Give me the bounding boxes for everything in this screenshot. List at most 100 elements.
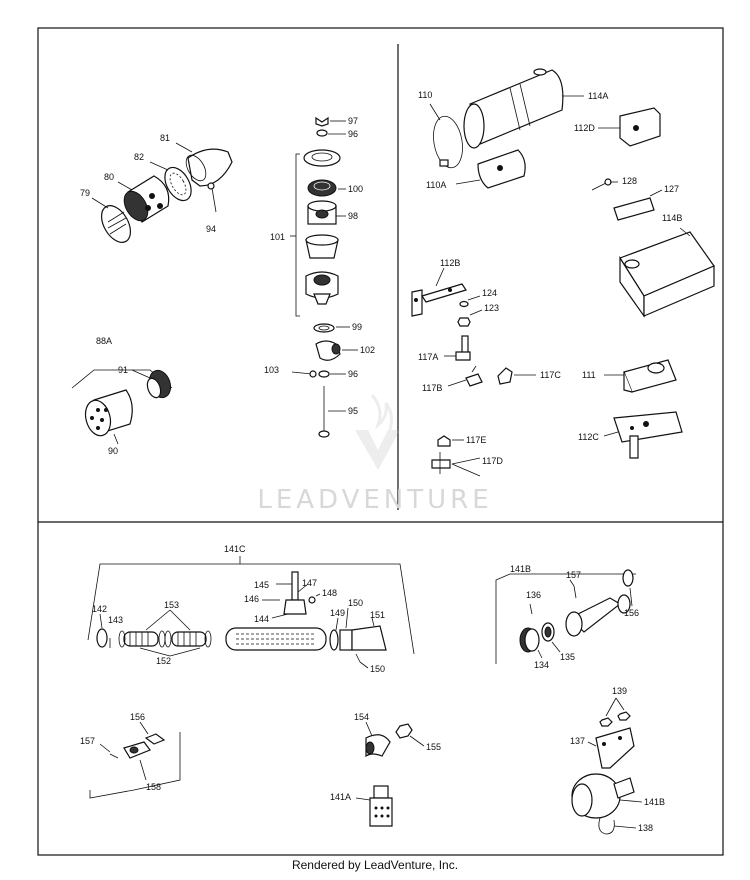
part-117c-elbow[interactable] <box>497 367 513 385</box>
part-97-wingnut[interactable] <box>315 116 329 127</box>
fuel-valve-group: 112B 124 123 117A 117C 117B 111 112C 117… <box>411 258 683 477</box>
part-bowl[interactable] <box>305 234 339 259</box>
label-151: 151 <box>370 610 385 620</box>
outer-frame <box>37 27 724 856</box>
label-123: 123 <box>484 303 499 313</box>
part-91-element[interactable] <box>145 367 174 400</box>
part-80-element[interactable] <box>119 175 170 225</box>
label-99: 99 <box>352 322 362 332</box>
label-114a: 114A <box>588 91 608 101</box>
label-100: 100 <box>348 184 363 194</box>
label-110a: 110A <box>426 180 446 190</box>
label-141c: 141C <box>224 544 246 554</box>
part-96-washer-top[interactable] <box>316 129 328 137</box>
label-144: 144 <box>254 614 269 624</box>
part-151-tip[interactable] <box>351 625 387 651</box>
label-154: 154 <box>354 712 369 722</box>
label-112c: 112C <box>578 432 599 442</box>
part-136-screw[interactable] <box>529 603 533 615</box>
label-88a: 88A <box>96 336 112 346</box>
part-82-screen[interactable] <box>159 163 196 205</box>
part-156-gasket-lower[interactable] <box>144 733 166 745</box>
part-clamps[interactable] <box>118 630 212 648</box>
part-142-flange[interactable] <box>96 628 108 648</box>
part-114a-tank[interactable] <box>463 68 564 149</box>
part-102-elbow[interactable] <box>315 340 341 361</box>
part-124-washer[interactable] <box>459 300 469 308</box>
label-97: 97 <box>348 116 358 126</box>
label-127: 127 <box>664 184 679 194</box>
part-127-pad[interactable] <box>613 197 655 221</box>
part-141b-muffler-lower[interactable] <box>571 773 635 819</box>
part-152-flex-left[interactable] <box>123 631 159 647</box>
part-139-nuts[interactable] <box>599 711 631 727</box>
label-117c: 117C <box>540 370 561 380</box>
part-95-rod[interactable] <box>318 386 330 438</box>
part-157-screw-upper[interactable] <box>573 585 577 599</box>
label-157-lower: 157 <box>80 736 95 746</box>
part-103-screw[interactable] <box>291 370 317 378</box>
part-cover-top[interactable] <box>303 149 341 167</box>
label-96-top: 96 <box>348 129 358 139</box>
part-123-nut[interactable] <box>457 317 471 327</box>
part-154-elbow[interactable] <box>365 734 391 758</box>
part-base[interactable] <box>305 271 339 305</box>
label-148: 148 <box>322 588 337 598</box>
part-141a-muffler[interactable] <box>369 785 393 827</box>
part-134-cap[interactable] <box>519 627 540 653</box>
part-110-strap[interactable] <box>430 114 467 170</box>
label-96-lower: 96 <box>348 369 358 379</box>
part-141b-pipe[interactable] <box>565 594 631 637</box>
part-100-element[interactable] <box>307 179 337 197</box>
part-98-filter[interactable] <box>307 200 337 225</box>
part-156-gasket-upper[interactable] <box>622 569 634 587</box>
part-112b-bracket[interactable] <box>411 283 467 317</box>
part-141b-pipe-lower[interactable] <box>123 741 151 759</box>
part-117b-fitting[interactable] <box>465 365 483 387</box>
part-157-screw-lower[interactable] <box>109 753 119 759</box>
label-150-upper: 150 <box>348 598 363 608</box>
part-128-screw[interactable] <box>591 178 612 191</box>
label-95: 95 <box>348 406 358 416</box>
part-144-muffler[interactable] <box>225 627 327 651</box>
label-146: 146 <box>244 594 259 604</box>
part-150-screw[interactable] <box>355 653 361 663</box>
label-152: 152 <box>156 656 171 666</box>
part-117d-valve[interactable] <box>431 452 451 474</box>
label-139: 139 <box>612 686 627 696</box>
part-145-bracket[interactable] <box>283 571 307 615</box>
part-148-nut[interactable] <box>308 596 316 604</box>
part-81-cover[interactable] <box>182 148 233 187</box>
part-138-clamp[interactable] <box>598 817 615 835</box>
label-150-lower: 150 <box>370 664 385 674</box>
part-90-filter[interactable] <box>82 389 133 438</box>
part-137-bracket[interactable] <box>595 727 635 769</box>
part-117e-fitting[interactable] <box>437 435 451 447</box>
part-111-bracket[interactable] <box>623 359 677 393</box>
label-156-upper: 156 <box>624 608 639 618</box>
fittings-group: 154 155 141A <box>330 712 441 827</box>
label-111: 111 <box>582 370 596 380</box>
label-82: 82 <box>134 152 144 162</box>
label-138: 138 <box>638 823 653 833</box>
part-112d-bracket[interactable] <box>619 107 661 147</box>
part-152-flex-right[interactable] <box>171 631 207 647</box>
part-114b-tank[interactable] <box>619 231 715 318</box>
label-81: 81 <box>160 133 170 143</box>
label-80: 80 <box>104 172 114 182</box>
part-117a-valve[interactable] <box>455 335 471 361</box>
part-150-sleeve[interactable] <box>339 629 353 651</box>
part-110a-cradle[interactable] <box>477 149 526 189</box>
part-149-clamp[interactable] <box>329 629 339 651</box>
label-110: 110 <box>418 90 432 100</box>
label-156-lower: 156 <box>130 712 145 722</box>
label-142: 142 <box>92 604 107 614</box>
part-155-nut[interactable] <box>395 723 413 739</box>
label-155: 155 <box>426 742 441 752</box>
part-99-gasket[interactable] <box>313 323 335 333</box>
part-94-screw[interactable] <box>207 182 217 213</box>
part-112c-bracket[interactable] <box>613 411 683 459</box>
part-96-washer-lower[interactable] <box>318 370 330 378</box>
label-117d: 117D <box>482 456 503 466</box>
part-135-ring[interactable] <box>541 622 555 642</box>
